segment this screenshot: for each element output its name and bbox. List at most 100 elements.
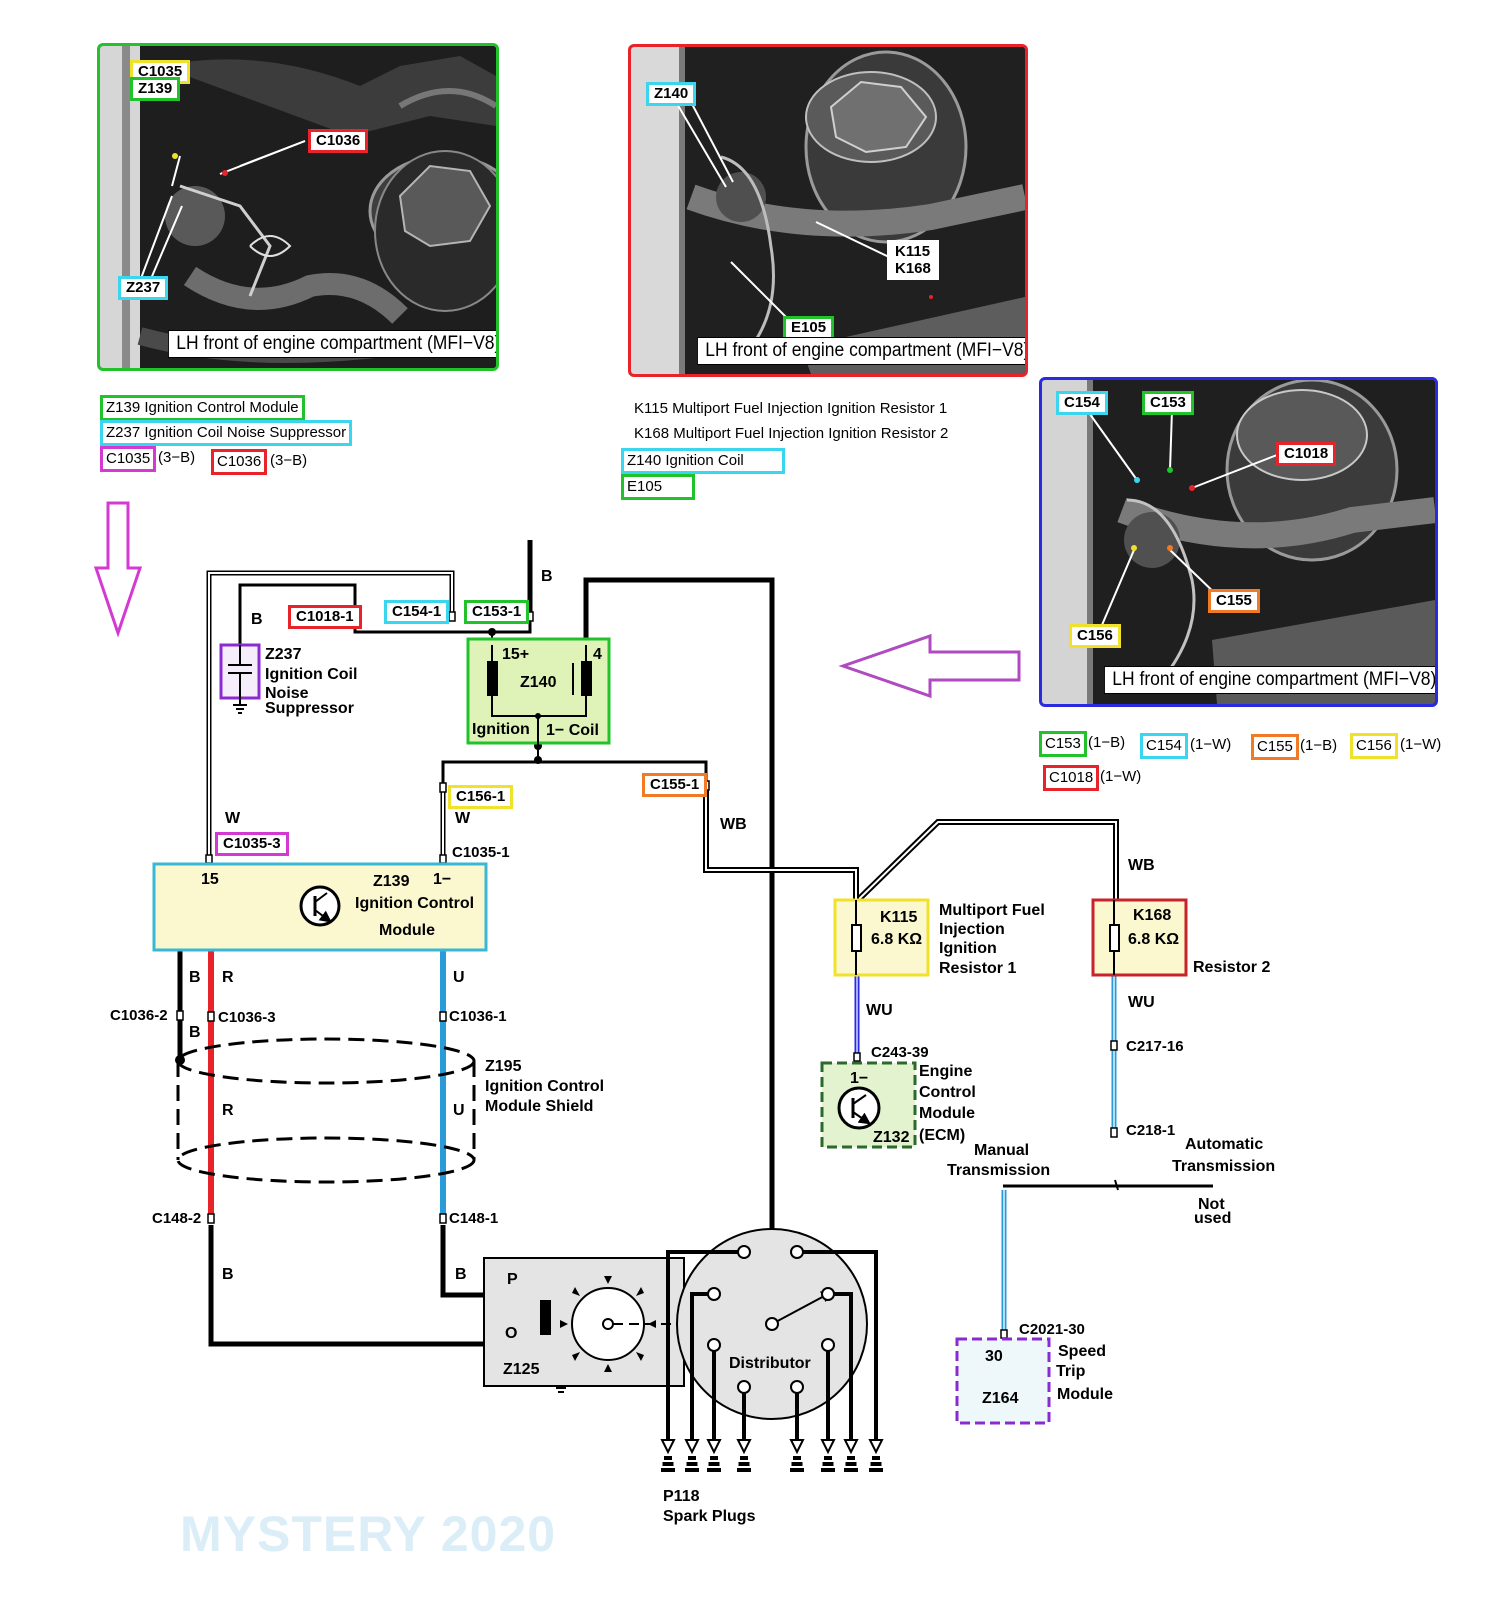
legend-3-c156: C156 <box>1350 733 1398 759</box>
photo-engine-compartment-1: C1035 Z139 C1036 Z237 LH front of engine… <box>97 43 499 371</box>
z195-label-id: Z195 <box>485 1058 522 1075</box>
wire-label-w-right: W <box>455 810 471 827</box>
legend-2-z140: Z140 Ignition Coil <box>621 448 785 474</box>
z140-ignition-label: Ignition <box>472 721 530 738</box>
spark-plug-icon <box>684 1439 700 1472</box>
distributor-label: Distributor <box>729 1355 811 1372</box>
z140-pin-4: 4 <box>593 646 602 663</box>
connector-c2021-30: C2021-30 <box>1019 1321 1085 1338</box>
connector-c1036-2: C1036-2 <box>110 1007 168 1024</box>
diagram-tag-c1035-3: C1035-3 <box>215 832 289 856</box>
k168-desc: Resistor 2 <box>1193 959 1270 976</box>
z140-coil-label: 1− Coil <box>546 722 599 739</box>
photo-3-tag-c153: C153 <box>1142 391 1194 415</box>
k115-desc-line3: Ignition <box>939 940 997 957</box>
legend-3-c154-pins: (1−W) <box>1190 736 1232 753</box>
wire-label-b-shield: B <box>189 1024 201 1041</box>
wire-label-wb-left: WB <box>720 816 747 833</box>
connector-c1036-1: C1036-1 <box>449 1008 507 1025</box>
magenta-down-arrow <box>93 501 143 638</box>
manual-transmission-line1: Manual <box>974 1142 1029 1159</box>
wire-label-b-lower-right: B <box>455 1266 467 1283</box>
z139-pin-15: 15 <box>201 871 219 888</box>
spark-plug-icon <box>736 1439 752 1472</box>
k115-desc-line2: Injection <box>939 921 1005 938</box>
connector-c148-2: C148-2 <box>152 1210 201 1227</box>
legend-3-c154: C154 <box>1140 733 1188 759</box>
connector-c1035-1: C1035-1 <box>452 844 510 861</box>
diagram-tag-c154-1: C154-1 <box>384 600 450 624</box>
wire-label-wb-right: WB <box>1128 857 1155 874</box>
wire-label-wu-k115: WU <box>866 1002 893 1019</box>
wire-label-w-left: W <box>225 810 241 827</box>
p118-desc: Spark Plugs <box>663 1508 756 1525</box>
z164-id: Z164 <box>982 1390 1019 1407</box>
z164-desc-line1: Speed <box>1058 1343 1106 1360</box>
not-used-line2: used <box>1194 1210 1231 1227</box>
connector-c148-1: C148-1 <box>449 1210 498 1227</box>
legend-1-z237: Z237 Ignition Coil Noise Suppressor <box>100 420 353 446</box>
wire-label-r-module: R <box>222 969 234 986</box>
z237-label-id: Z237 <box>265 646 302 663</box>
legend-1-c1036: C1036 <box>211 449 268 475</box>
photo-3-tag-c156: C156 <box>1069 624 1121 648</box>
photo-3-tag-c155: C155 <box>1208 589 1260 613</box>
legend-3-c156-pins: (1−W) <box>1400 736 1442 753</box>
legend-3-c1018-pins: (1−W) <box>1100 768 1142 785</box>
spark-plug-icon <box>789 1439 805 1472</box>
k168-id: K168 <box>1133 907 1171 924</box>
legend-3-c155: C155 <box>1251 734 1299 760</box>
photo-1-tag-c1036: C1036 <box>308 129 369 153</box>
z132-desc-line1: Engine <box>919 1063 972 1080</box>
photo-2-tag-z140: Z140 <box>646 82 697 106</box>
photo-2-tag-k115-k168: K115 K168 <box>887 240 939 280</box>
z164-desc-line2: Trip <box>1056 1363 1086 1380</box>
legend-1-c1036-pins: (3−B) <box>270 452 308 469</box>
k168-resistor <box>1091 898 1188 977</box>
legend-3-c155-pins: (1−B) <box>1300 737 1338 754</box>
legend-1-c1035-pins: (3−B) <box>158 449 196 466</box>
connector-c243-39: C243-39 <box>871 1044 929 1061</box>
spark-plug-icon <box>868 1439 884 1472</box>
not-used-line1: Not <box>1198 1196 1225 1213</box>
legend-3-c153: C153 <box>1039 731 1087 757</box>
z164-speed-trip-module <box>955 1337 1051 1425</box>
watermark: MYSTERY 2020 <box>180 1506 557 1562</box>
wire-label-b-lower-left: B <box>222 1266 234 1283</box>
photo-2-caption: LH front of engine compartment (MFI−V8) <box>697 337 1025 365</box>
photo-engine-compartment-3: C154 C153 C1018 C155 C156 LH front of en… <box>1039 377 1438 707</box>
spark-plug-symbols <box>660 1439 884 1472</box>
diagram-tag-c1018-1: C1018-1 <box>288 605 362 629</box>
spark-plug-icon <box>660 1439 676 1472</box>
connector-c218-1: C218-1 <box>1126 1122 1175 1139</box>
z195-label-line3: Module Shield <box>485 1098 593 1115</box>
wire-label-r-shield: R <box>222 1102 234 1119</box>
diagram-tag-c155-1: C155-1 <box>642 773 708 797</box>
z139-pin-1: 1− <box>433 871 451 888</box>
legend-3-c153-pins: (1−B) <box>1088 734 1126 751</box>
wire-label-b-module: B <box>189 969 201 986</box>
legend-3-c1018: C1018 <box>1043 765 1100 791</box>
purple-left-arrow <box>838 633 1021 699</box>
photo-1-tag-z237: Z237 <box>118 276 169 300</box>
photo-3-tag-c1018: C1018 <box>1276 442 1337 466</box>
photo-1-caption: LH front of engine compartment (MFI−V8) <box>168 330 496 358</box>
k115-id: K115 <box>880 909 917 926</box>
z237-label-line4: Suppressor <box>265 700 354 717</box>
z132-desc-line4: (ECM) <box>919 1127 965 1144</box>
photo-1-tag-z139: Z139 <box>130 77 181 101</box>
diagram-tag-c153-1: C153-1 <box>464 600 530 624</box>
wire-label-b-top: B <box>541 568 553 585</box>
wire-label-u-shield: U <box>453 1102 465 1119</box>
legend-2-k115: K115 Multiport Fuel Injection Ignition R… <box>634 400 948 417</box>
z140-id: Z140 <box>520 674 557 691</box>
z132-desc-line2: Control <box>919 1084 976 1101</box>
p118-id: P118 <box>663 1488 700 1505</box>
z125-id: Z125 <box>503 1361 540 1378</box>
z139-name-line2: Module <box>379 922 435 939</box>
z132-id: Z132 <box>873 1129 910 1146</box>
z139-name-line1: Ignition Control <box>355 895 474 912</box>
spark-plug-icon <box>820 1439 836 1472</box>
legend-1-c1035: C1035 <box>100 446 157 472</box>
spark-plug-icon <box>843 1439 859 1472</box>
